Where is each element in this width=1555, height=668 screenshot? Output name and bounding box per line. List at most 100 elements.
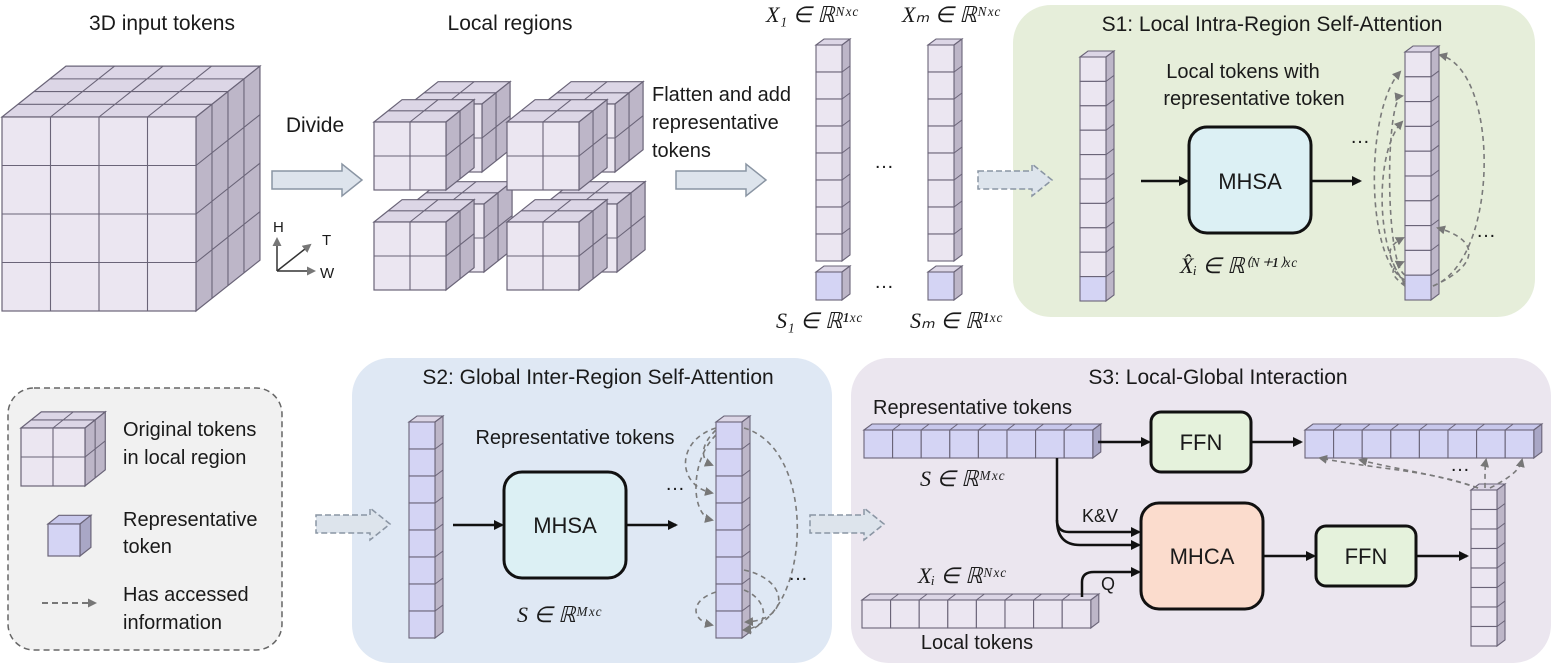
xm-column-side-line <box>953 227 963 235</box>
input-title: 3D input tokens <box>89 12 235 35</box>
x1-column-cell <box>815 125 843 154</box>
s1-output-column-cell <box>1404 274 1432 301</box>
axis-t-label: T <box>322 232 331 249</box>
x1-column-side-line <box>841 65 851 73</box>
xm-column-cell <box>927 179 955 208</box>
s3-rep-row-top-line <box>1006 423 1016 431</box>
s2-output-column-cell <box>715 475 743 504</box>
s3-output-column-side-line <box>1496 561 1506 569</box>
s3-rep-output-row-cell <box>1304 429 1335 459</box>
s3-output-column-side-line <box>1496 600 1506 608</box>
axis-w-label: W <box>320 265 335 282</box>
s3-rep-output-row-cell <box>1361 429 1392 459</box>
s1-input-column-side-line <box>1105 196 1115 204</box>
s1-output-column-side-line <box>1430 268 1440 276</box>
s3-rep-row-cell <box>1035 429 1065 459</box>
s1-input-column-side-line <box>1105 75 1115 82</box>
regions-title: Local regions <box>448 12 573 35</box>
s1-output-column-cell <box>1404 225 1432 251</box>
s2-mhsa-block <box>502 470 628 580</box>
s1-mhsa-label: MHSA <box>1218 169 1282 194</box>
s3-rep-output-row-top-line <box>1390 423 1400 431</box>
s1-input-column-cell <box>1079 251 1107 278</box>
xm-column-cell <box>927 152 955 181</box>
s2-input-column-side-line <box>434 469 444 477</box>
s1-input-column-cell <box>1079 105 1107 131</box>
sm-token-cell <box>927 271 955 301</box>
s2-input-column-cell <box>408 529 436 558</box>
s3-local-row-side <box>1090 592 1100 630</box>
s2-caption: Representative tokens <box>475 427 674 449</box>
xm-column-side-line <box>953 146 963 154</box>
s3-rep-output-row-top-line <box>1447 423 1457 431</box>
legend-item3-line1: Has accessed <box>123 584 249 606</box>
legend-item1-line2: in local region <box>123 447 246 469</box>
x1-column-cell <box>815 71 843 100</box>
s2-output-column-side-line <box>741 577 751 585</box>
s3-rep-row-top-line <box>892 423 901 431</box>
legend-original-cube-grid <box>21 411 106 486</box>
s3-rep-output-row-cell <box>1447 429 1478 459</box>
s3-output-column-cell <box>1470 586 1498 608</box>
s3-local-row-cell <box>1004 599 1035 629</box>
s3-output-column-side-line <box>1496 620 1506 627</box>
s1-output-column-cell <box>1404 249 1432 276</box>
s3-rep-output-row-top-line <box>1476 423 1485 431</box>
s1-output-column-cell <box>1404 200 1432 227</box>
x1-column-side-line <box>841 92 851 100</box>
s3-rep-output-row-top-line <box>1361 423 1371 431</box>
s3-ffn1-label: FFN <box>1180 430 1223 455</box>
s1-input-column-cell <box>1079 227 1107 253</box>
s1-output-column-side-line <box>1430 219 1440 227</box>
s3-local-row-top-line <box>918 593 928 601</box>
s3-output-column-cell <box>1470 625 1498 647</box>
s2-mhsa-label: MHSA <box>533 513 597 538</box>
s2-arc-right-1 <box>742 427 799 634</box>
xm-column-cell <box>927 44 955 73</box>
s3-title: S3: Local-Global Interaction <box>1088 366 1347 389</box>
s2-output-column-side-line <box>741 496 751 504</box>
s2-title: S2: Global Inter-Region Self-Attention <box>422 366 773 389</box>
s1-input-column-side-line <box>1105 270 1115 278</box>
s1-input-column-side-line <box>1105 172 1115 180</box>
s3-rep-row-cell <box>949 429 979 459</box>
s3-rep-row-top-line <box>949 423 959 431</box>
s1-output-column-side-line <box>1430 70 1440 78</box>
s1-output-column-cell <box>1404 76 1432 103</box>
s1-output-column-cell <box>1404 150 1432 177</box>
s3-local-row-top-line <box>1033 593 1042 601</box>
s2-input-column-cell <box>408 475 436 504</box>
s3-mhca-block <box>1139 501 1265 611</box>
s1-title: S1: Local Intra-Region Self-Attention <box>1102 13 1443 36</box>
s2-ellipsis-2: … <box>788 563 808 585</box>
s1-input-column-side-line <box>1105 245 1115 253</box>
s3-output-column-cell <box>1470 489 1498 511</box>
x1-column-cell <box>815 206 843 235</box>
s3-rep-output-row-cell <box>1418 429 1449 459</box>
xm-column-side-line <box>953 119 963 127</box>
s2-output-column-side-line <box>741 550 751 558</box>
s3-rep-row-top-line <box>920 423 930 431</box>
s3-rep-row-cell <box>1006 429 1037 459</box>
s3-kv-label: K&V <box>1082 506 1118 526</box>
s3-output-column-cell <box>1470 606 1498 628</box>
s3-ffn1-block <box>1149 410 1253 474</box>
s2-input-column-cell <box>408 421 436 450</box>
s3-rep-label: Representative tokens <box>873 397 1072 419</box>
s3-q-label: Q <box>1101 574 1115 594</box>
to-s3-arrow <box>809 506 886 542</box>
s2-output-column-cell <box>715 421 743 450</box>
s3-ffn2-block <box>1314 524 1418 588</box>
s1-output-column-cell <box>1404 125 1432 152</box>
s3-rep-output-row-side <box>1533 422 1543 460</box>
s1-xhat-formula: X̂ᵢ ∈ ℝ⁽ᴺ⁺¹⁾ˣᶜ <box>1179 253 1298 278</box>
s3-q-arrow <box>1080 567 1141 597</box>
s3-rep-row-cell <box>1063 429 1094 459</box>
flatten-line2: representative <box>652 112 779 134</box>
s3-arc-3 <box>1480 458 1490 489</box>
s2-input-column-side-line <box>434 442 444 450</box>
s3-local-row-top-line <box>947 593 957 601</box>
s2-output-column-cell <box>715 502 743 531</box>
s1-input-column-side-line <box>1105 99 1115 107</box>
